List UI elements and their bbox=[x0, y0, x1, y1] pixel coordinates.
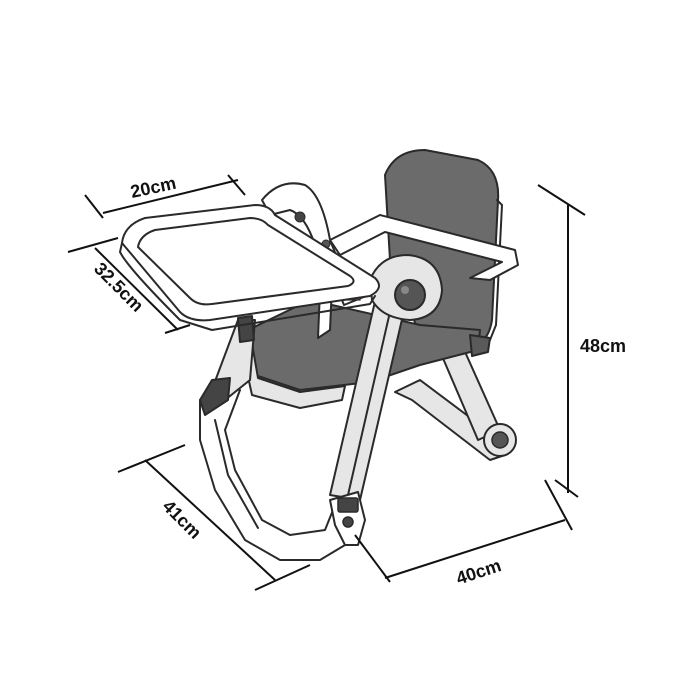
label-base-width: 40cm bbox=[454, 555, 504, 588]
dimension-height: 48cm bbox=[537, 184, 626, 498]
hinge-pivot bbox=[369, 254, 443, 321]
leg-lock-clip bbox=[329, 491, 366, 546]
dimension-base-width: 40cm bbox=[354, 479, 573, 589]
label-height: 48cm bbox=[580, 336, 626, 356]
front-base-loop bbox=[199, 384, 351, 561]
label-base-depth: 41cm bbox=[159, 496, 206, 543]
label-tray-depth: 32.5cm bbox=[90, 258, 147, 315]
seat-rear-armbar bbox=[329, 214, 519, 281]
label-tray-width: 20cm bbox=[129, 173, 178, 202]
food-tray bbox=[119, 204, 380, 331]
booster-chair-illustration bbox=[119, 149, 519, 561]
